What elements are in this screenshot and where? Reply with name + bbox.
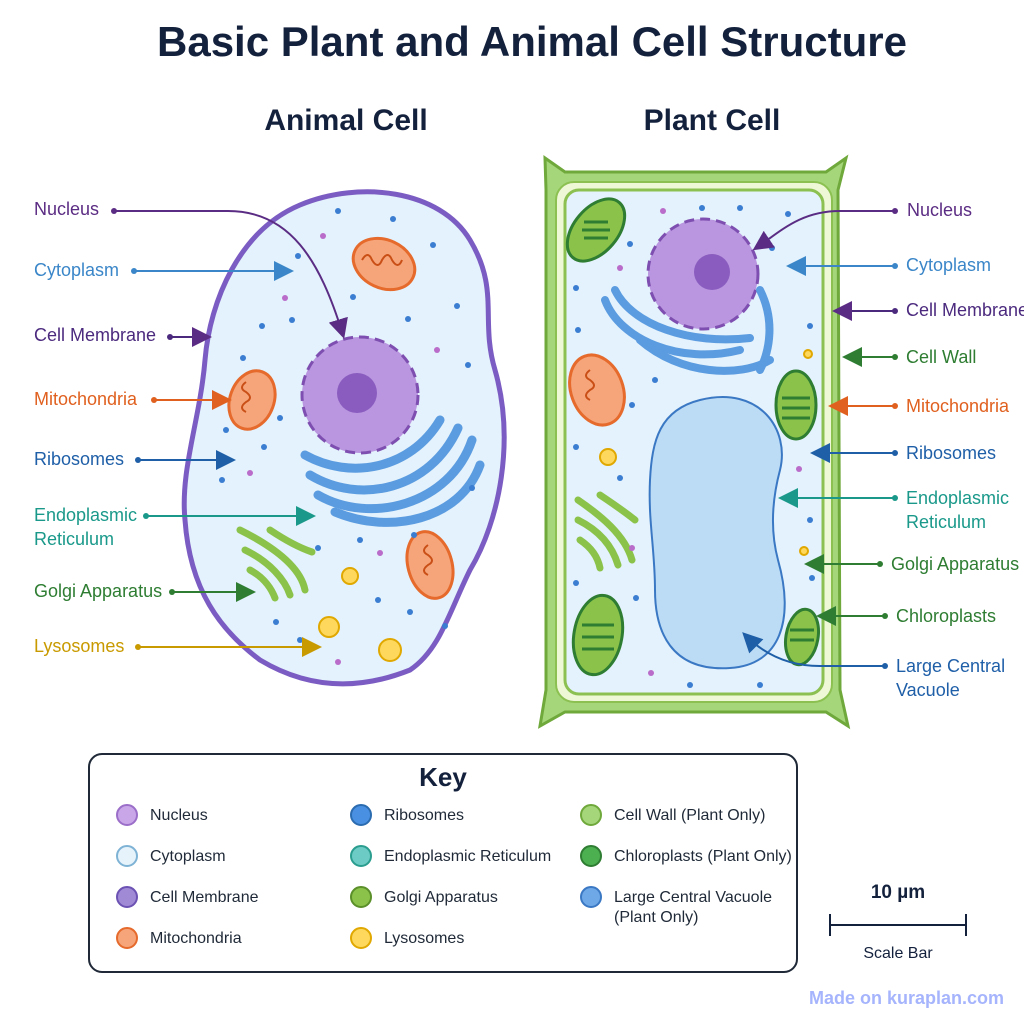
plant-label-er-line2: Reticulum <box>906 512 987 532</box>
key-item-nucleus: Nucleus <box>116 804 208 826</box>
plant-label-wall: Cell Wall <box>906 347 977 367</box>
scale-bar <box>829 914 967 936</box>
plant-nucleolus <box>694 254 730 290</box>
plant-label-golgi: Golgi Apparatus <box>891 554 1020 574</box>
key-item-lysosomes: Lysosomes <box>350 927 464 949</box>
animal-golgi-apparatus <box>236 526 316 602</box>
plant-label-er-line1: Endoplasmic <box>906 488 1010 508</box>
plant-lysosomes <box>599 349 813 556</box>
animal-cell <box>181 189 507 687</box>
key-item-golgi: Golgi Apparatus <box>350 886 498 908</box>
key-item-cell-membrane: Cell Membrane <box>116 886 258 908</box>
animal-endoplasmic-reticulum <box>300 415 485 527</box>
plant-endoplasmic-reticulum <box>601 286 774 375</box>
plant-label-nucleus: Nucleus <box>907 200 973 220</box>
animal-mitochondria <box>227 236 455 600</box>
animal-nucleolus <box>337 373 377 413</box>
plant-label-chloroplasts: Chloroplasts <box>896 606 997 626</box>
vacuole-swatch-icon <box>580 886 602 908</box>
plant-mitochondria <box>568 353 626 427</box>
key-item-chloroplasts: Chloroplasts (Plant Only) <box>580 845 792 867</box>
er-swatch-icon <box>350 845 372 867</box>
animal-label-ribosomes: Ribosomes <box>34 449 125 469</box>
animal-label-golgi: Golgi Apparatus <box>34 581 163 601</box>
animal-label-nucleus: Nucleus <box>34 199 100 219</box>
plant-cell-title: Plant Cell <box>643 104 781 137</box>
key-item-cytoplasm: Cytoplasm <box>116 845 226 867</box>
plant-chloroplasts <box>565 197 820 677</box>
scale-bar-caption: Scale Bar <box>863 945 933 962</box>
cytoplasm-swatch-icon <box>116 845 138 867</box>
animal-leader-lines <box>111 208 348 657</box>
plant-cell <box>538 154 851 730</box>
animal-cell-title: Animal Cell <box>264 104 428 137</box>
plant-label-cytoplasm: Cytoplasm <box>906 255 992 275</box>
nucleus-swatch-icon <box>116 804 138 826</box>
key-item-mitochondria: Mitochondria <box>116 927 242 949</box>
key-item-cell-wall: Cell Wall (Plant Only) <box>580 804 765 826</box>
plant-leader-lines <box>742 208 898 669</box>
key-item-vacuole: Large Central Vacuole (Plant Only) <box>580 886 772 928</box>
plant-label-mitochondria: Mitochondria <box>906 396 1010 416</box>
animal-ribosomes <box>219 208 475 643</box>
page-title: Basic Plant and Animal Cell Structure <box>157 18 907 65</box>
lysosomes-swatch-icon <box>350 927 372 949</box>
animal-label-cytoplasm: Cytoplasm <box>34 260 120 280</box>
scale-bar-value: 10 µm <box>870 882 926 903</box>
key-panel <box>88 753 798 973</box>
key-item-er: Endoplasmic Reticulum <box>350 845 551 867</box>
watermark: Made on kuraplan.com <box>808 988 1004 1008</box>
cell-wall-swatch-icon <box>580 804 602 826</box>
plant-golgi-apparatus <box>574 491 639 572</box>
plant-vacuole <box>648 396 786 670</box>
plant-label-ribosomes: Ribosomes <box>906 443 997 463</box>
animal-label-er-line2: Reticulum <box>34 529 115 549</box>
ribosomes-swatch-icon <box>350 804 372 826</box>
animal-label-mitochondria: Mitochondria <box>34 389 138 409</box>
animal-label-er-line1: Endoplasmic <box>34 505 138 525</box>
animal-label-lysosomes: Lysosomes <box>34 636 125 656</box>
plant-label-vacuole-line1: Large Central <box>896 656 1006 676</box>
key-title: Key <box>419 762 467 792</box>
mitochondria-swatch-icon <box>116 927 138 949</box>
key-item-ribosomes: Ribosomes <box>350 804 464 826</box>
animal-lysosomes <box>318 567 402 662</box>
plant-label-membrane: Cell Membrane <box>906 300 1024 320</box>
golgi-swatch-icon <box>350 886 372 908</box>
animal-label-membrane: Cell Membrane <box>34 325 157 345</box>
cell-membrane-swatch-icon <box>116 886 138 908</box>
plant-label-vacuole-line2: Vacuole <box>896 680 960 700</box>
chloroplasts-swatch-icon <box>580 845 602 867</box>
